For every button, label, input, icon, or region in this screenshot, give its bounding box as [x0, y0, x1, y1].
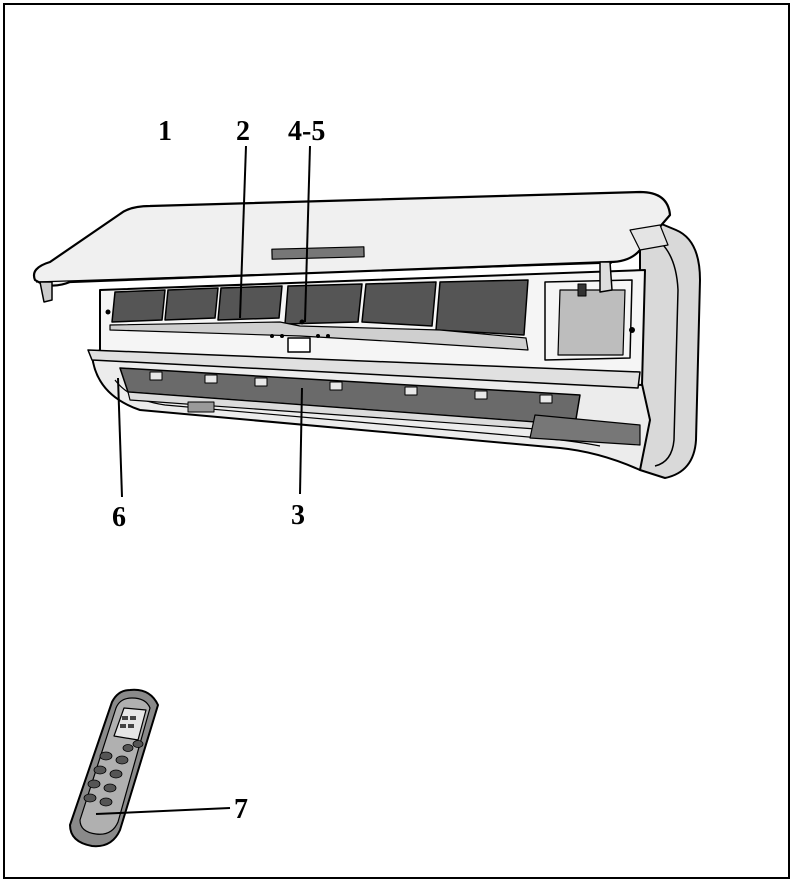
leader-line-6 — [117, 377, 123, 498]
callout-4-5: 4-5 — [288, 116, 325, 147]
filter-panels — [111, 279, 529, 336]
leader-lines — [95, 145, 311, 815]
air-conditioner-indoor-unit-icon — [32, 190, 701, 479]
diagram-frame — [3, 3, 790, 879]
leader-line-4-5 — [304, 145, 311, 323]
callout-2: 2 — [236, 116, 250, 147]
callout-7: 7 — [234, 794, 248, 825]
remote-control-icon — [69, 688, 159, 848]
callout-6: 6 — [112, 502, 126, 533]
callout-1: 1 — [158, 116, 172, 147]
leader-line-3 — [299, 387, 303, 495]
leader-line-2 — [239, 145, 247, 319]
leader-line-7 — [95, 807, 231, 815]
callout-3: 3 — [291, 500, 305, 531]
